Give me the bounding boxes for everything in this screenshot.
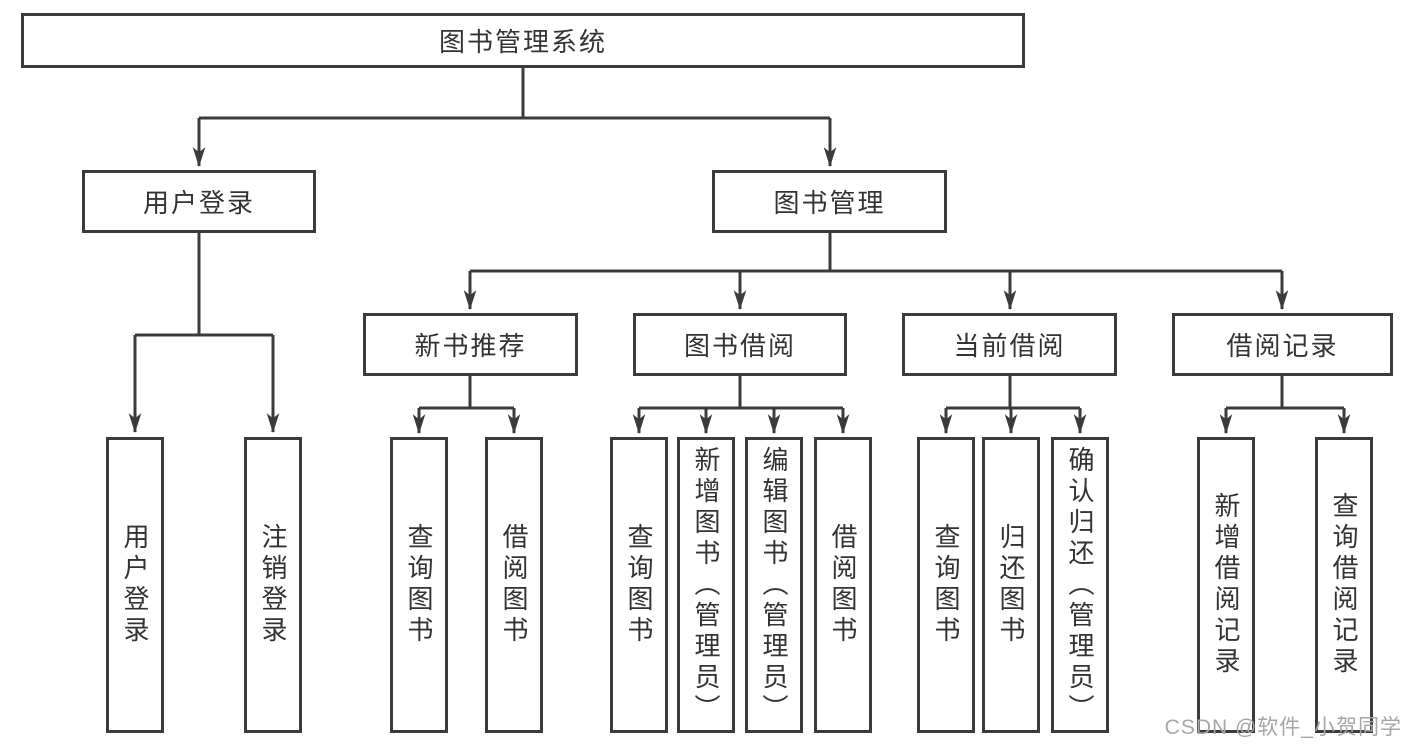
leaf-query-books: 查询图书 (610, 437, 668, 733)
connector-arrows (128, 118, 1351, 435)
leaf-confirm-return-admin: 确认归还（管理员） (1051, 437, 1109, 733)
leaf-edit-books-admin: 编辑图书（管理员） (745, 437, 803, 733)
node-book-management: 图书管理 (712, 170, 947, 233)
leaf-borrow-books: 借阅图书 (485, 437, 543, 733)
leaf-query-borrow-record: 查询借阅记录 (1315, 437, 1373, 733)
node-library-system: 图书管理系统 (21, 13, 1025, 68)
leaf-query-books: 查询图书 (917, 437, 975, 733)
node-borrow-records: 借阅记录 (1172, 313, 1393, 376)
leaf-add-books-admin: 新增图书（管理员） (677, 437, 735, 733)
leaf-query-books: 查询图书 (390, 437, 448, 733)
watermark: CSDN @软件_小贺同学 (1164, 716, 1402, 739)
leaf-add-borrow-record: 新增借阅记录 (1197, 437, 1255, 733)
leaf-return-books: 归还图书 (982, 437, 1040, 733)
node-new-book-recommend: 新书推荐 (363, 313, 578, 376)
node-user-login: 用户登录 (82, 170, 316, 233)
leaf-user-login: 用户登录 (106, 437, 164, 733)
node-current-borrowing: 当前借阅 (902, 313, 1117, 376)
node-book-borrowing: 图书借阅 (633, 313, 847, 376)
leaf-logout: 注销登录 (244, 437, 302, 733)
leaf-borrow-books: 借阅图书 (814, 437, 872, 733)
